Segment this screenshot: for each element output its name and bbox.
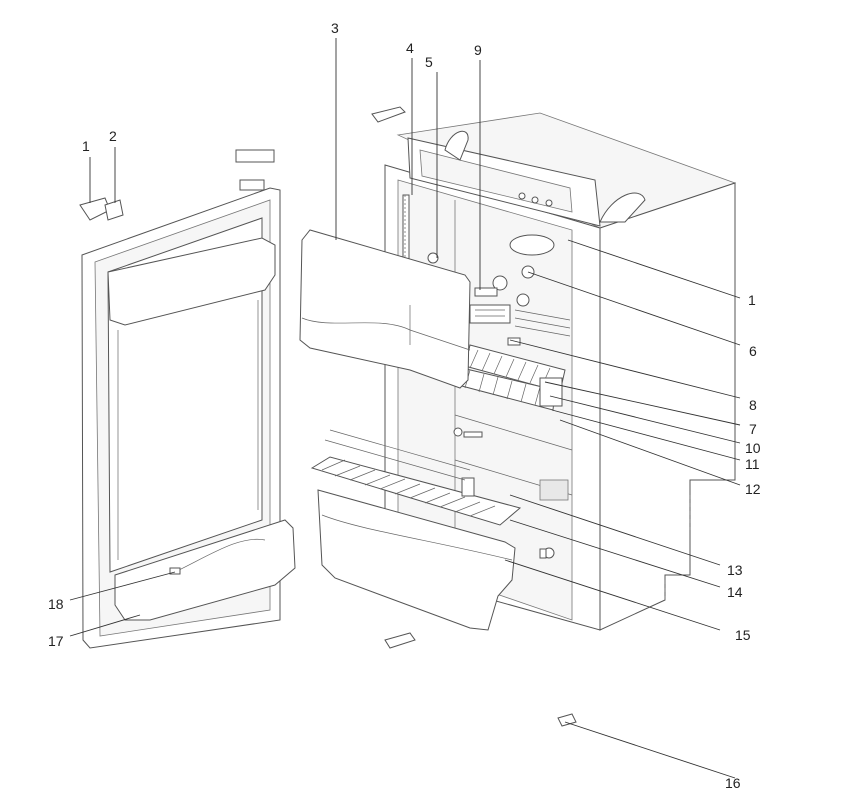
callout-11: 11 xyxy=(745,456,760,472)
crisper-drawer xyxy=(317,489,516,631)
bottom-pin xyxy=(557,713,577,727)
callout-9: 9 xyxy=(474,42,482,58)
main-shelf xyxy=(310,429,522,526)
freezer-door-panel xyxy=(299,229,471,389)
callout-3: 3 xyxy=(331,20,339,36)
door-assembly xyxy=(81,149,296,649)
callout-15: 15 xyxy=(735,627,751,643)
callout-6: 6 xyxy=(749,343,757,359)
callout-labels: 1 2 3 4 5 9 1 6 8 7 10 11 12 13 14 15 16… xyxy=(48,20,761,791)
callout-2: 2 xyxy=(109,128,117,144)
callout-14: 14 xyxy=(727,584,743,600)
side-rail xyxy=(402,194,410,261)
shelf-pins xyxy=(453,427,555,559)
light-cover xyxy=(539,479,569,501)
callout-13: 13 xyxy=(727,562,743,578)
leader-lines xyxy=(69,38,741,779)
clip-7 xyxy=(507,337,521,346)
fan-unit xyxy=(427,234,571,337)
callout-10: 10 xyxy=(745,440,761,456)
callout-8: 8 xyxy=(749,397,757,413)
callout-16: 16 xyxy=(725,775,741,791)
control-panel xyxy=(407,137,601,227)
hinge-parts xyxy=(79,197,124,221)
top-hinge-bracket xyxy=(371,106,406,123)
callout-1-right: 1 xyxy=(748,292,756,308)
handle-straps xyxy=(444,130,646,223)
callout-17: 17 xyxy=(48,633,64,649)
callout-12: 12 xyxy=(745,481,761,497)
callout-5: 5 xyxy=(425,54,433,70)
callout-1-top: 1 xyxy=(82,138,90,154)
callout-4: 4 xyxy=(406,40,414,56)
thermostat xyxy=(469,304,511,324)
callout-7: 7 xyxy=(749,421,757,437)
lower-hinge xyxy=(384,632,416,649)
callout-18: 18 xyxy=(48,596,64,612)
